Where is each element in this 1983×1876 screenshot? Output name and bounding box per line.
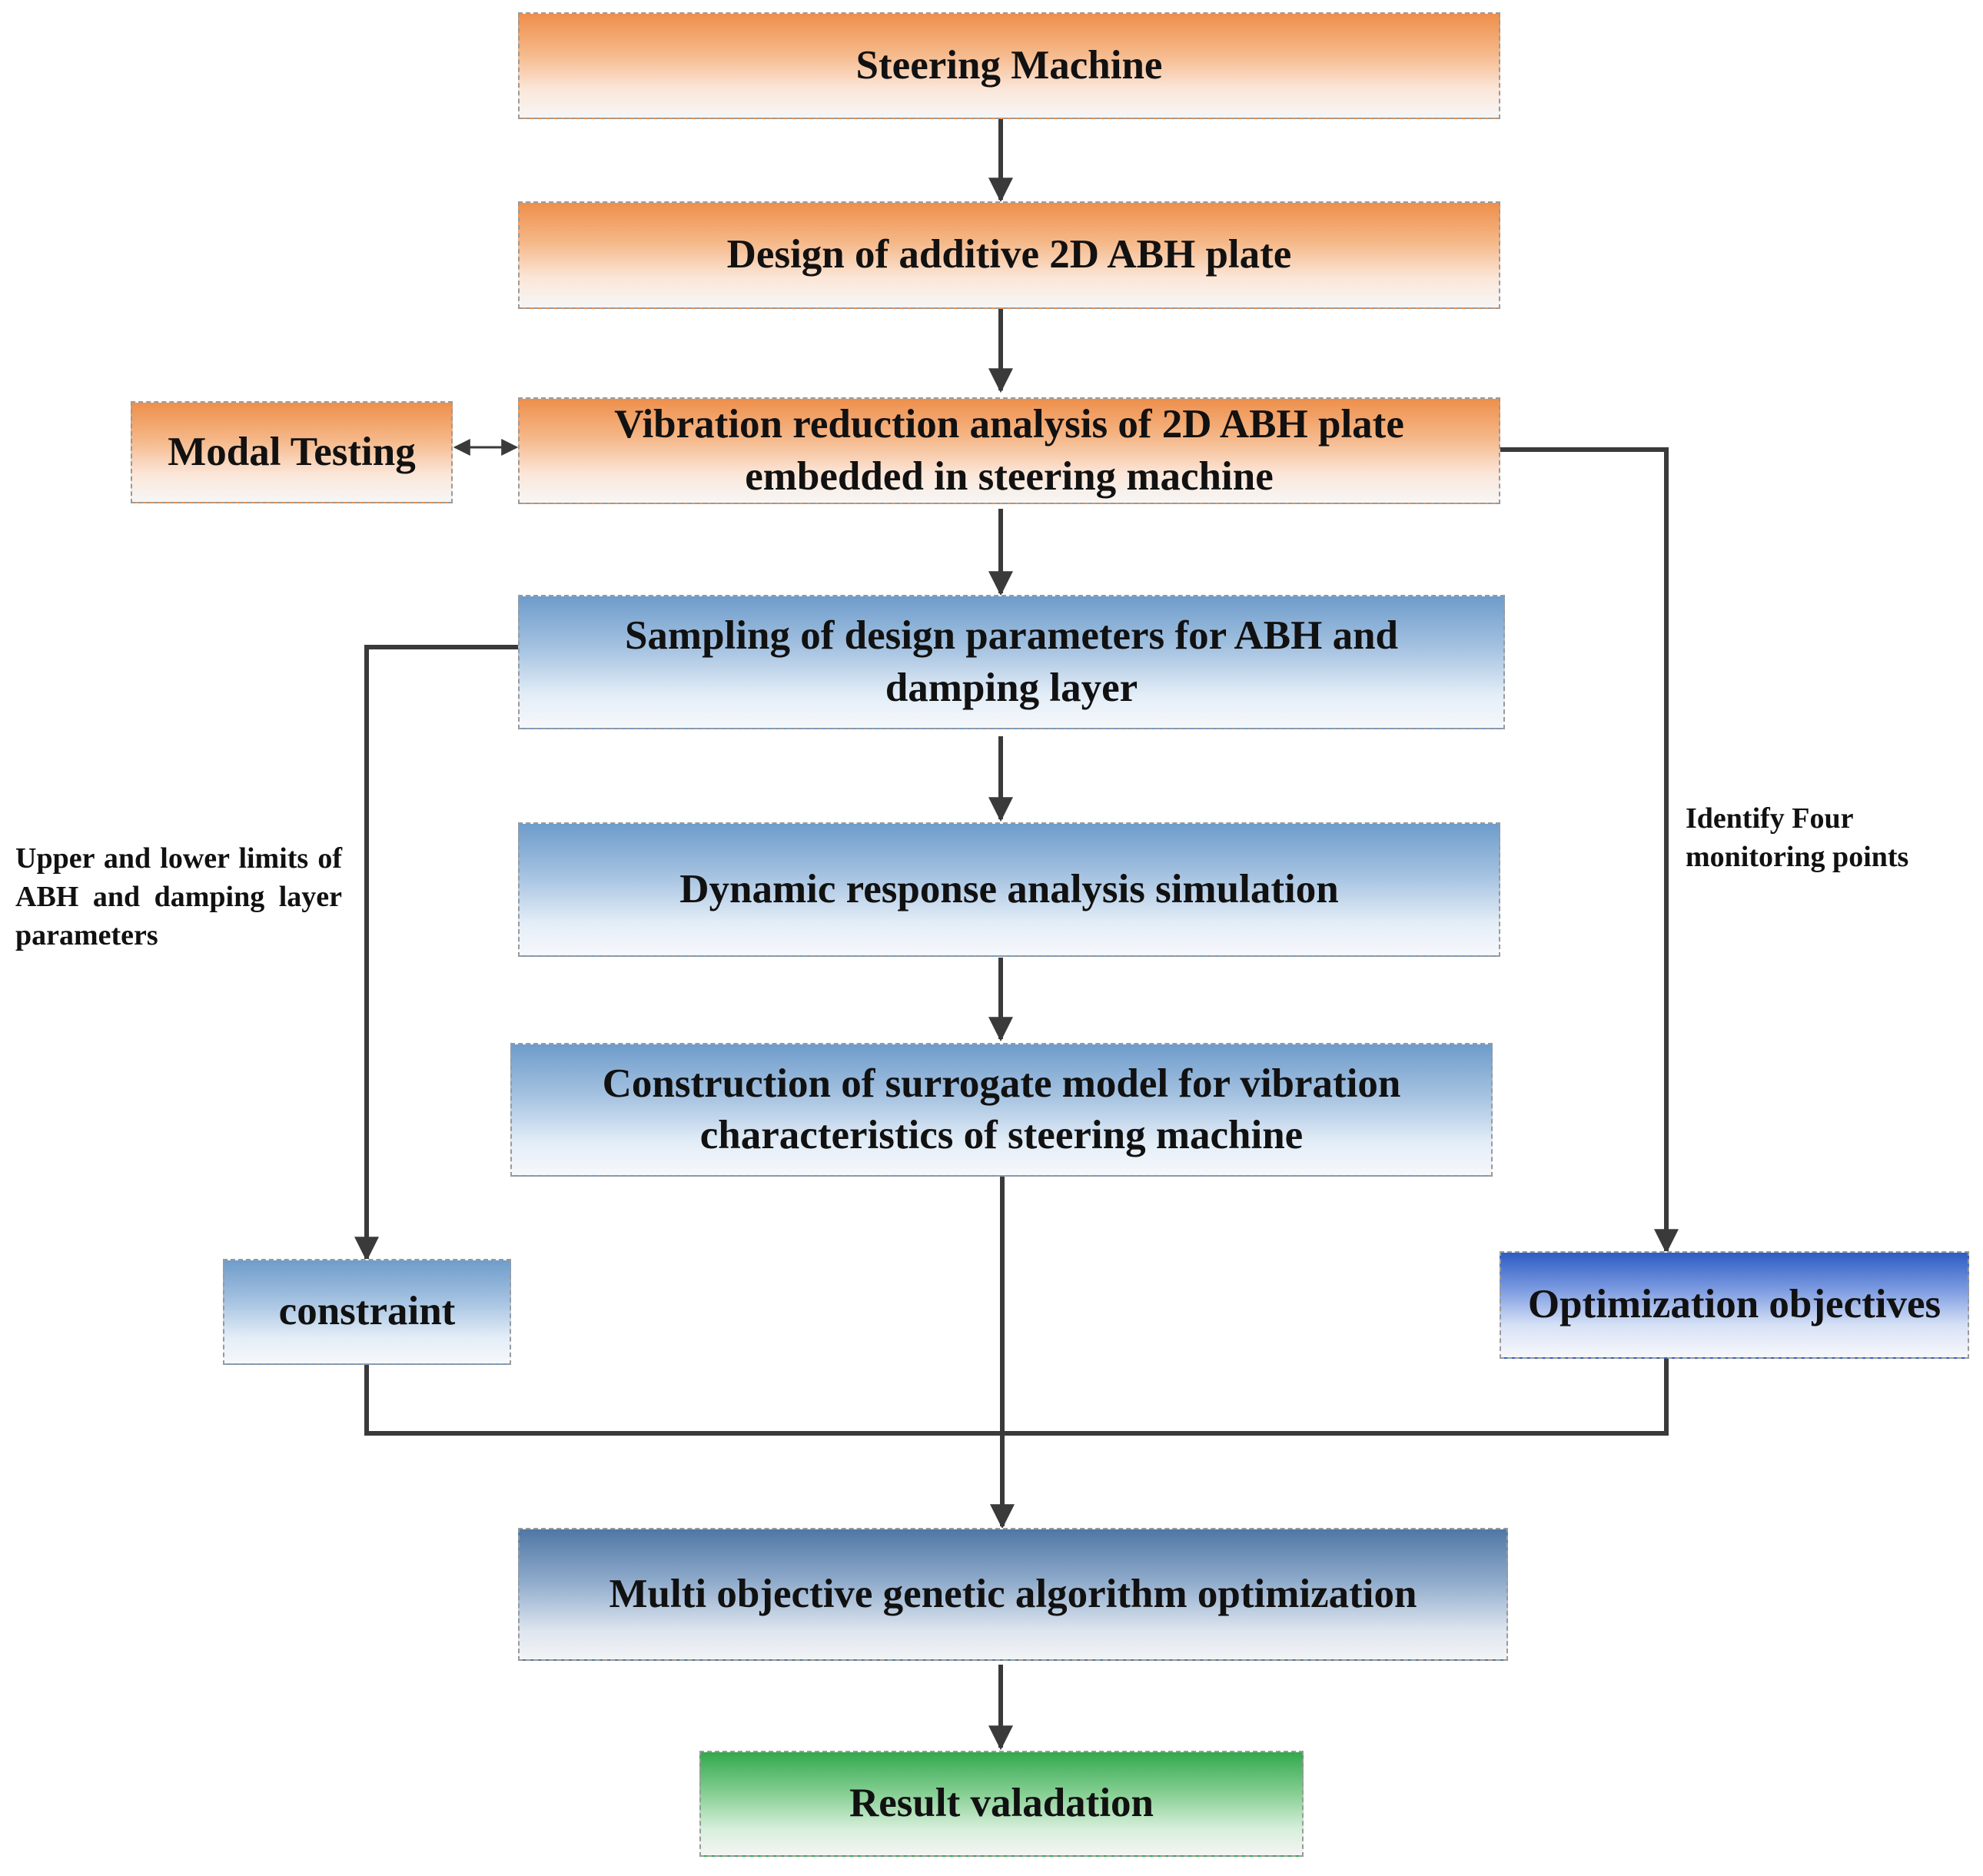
steering-machine-box: Steering Machine [518, 12, 1500, 119]
parameter-limits-text: Upper and lower limits of ABH and dampin… [15, 842, 342, 952]
result-validation-box: Result valadation [699, 1751, 1304, 1857]
monitoring-points-note: Identify Four monitoring points [1686, 799, 1962, 876]
vibration-analysis-box: Vibration reduction analysis of 2D ABH p… [518, 397, 1500, 504]
arrow-vibration-to-objectives [1500, 447, 1679, 1254]
sampling-label: Sampling of design parameters for ABH an… [624, 613, 1399, 710]
parameter-limits-note: Upper and lower limits of ABH and dampin… [15, 839, 342, 955]
genetic-algorithm-box: Multi objective genetic algorithm optimi… [518, 1528, 1508, 1661]
steering-machine-label: Steering Machine [855, 42, 1163, 88]
optimization-objectives-box: Optimization objectives [1500, 1251, 1969, 1359]
arrow-sampling-to-constraint [354, 645, 518, 1262]
result-validation-label: Result valadation [849, 1781, 1154, 1826]
design-plate-box: Design of additive 2D ABH plate [518, 201, 1500, 309]
merge-line-constraint-objectives [364, 1359, 1669, 1436]
optimization-objectives-label: Optimization objectives [1527, 1282, 1941, 1327]
modal-testing-label: Modal Testing [168, 429, 416, 474]
monitoring-points-text: Identify Four monitoring points [1686, 802, 1909, 874]
constraint-label: constraint [278, 1289, 456, 1334]
vibration-analysis-label: Vibration reduction analysis of 2D ABH p… [614, 402, 1404, 499]
dynamic-response-box: Dynamic response analysis simulation [518, 822, 1500, 957]
surrogate-model-box: Construction of surrogate model for vibr… [510, 1043, 1493, 1177]
modal-testing-box: Modal Testing [131, 401, 453, 503]
design-plate-label: Design of additive 2D ABH plate [726, 232, 1292, 277]
sampling-box: Sampling of design parameters for ABH an… [518, 595, 1505, 729]
constraint-box: constraint [223, 1259, 511, 1365]
dynamic-response-label: Dynamic response analysis simulation [679, 866, 1339, 911]
genetic-algorithm-label: Multi objective genetic algorithm optimi… [609, 1571, 1417, 1616]
surrogate-model-label: Construction of surrogate model for vibr… [602, 1061, 1401, 1157]
